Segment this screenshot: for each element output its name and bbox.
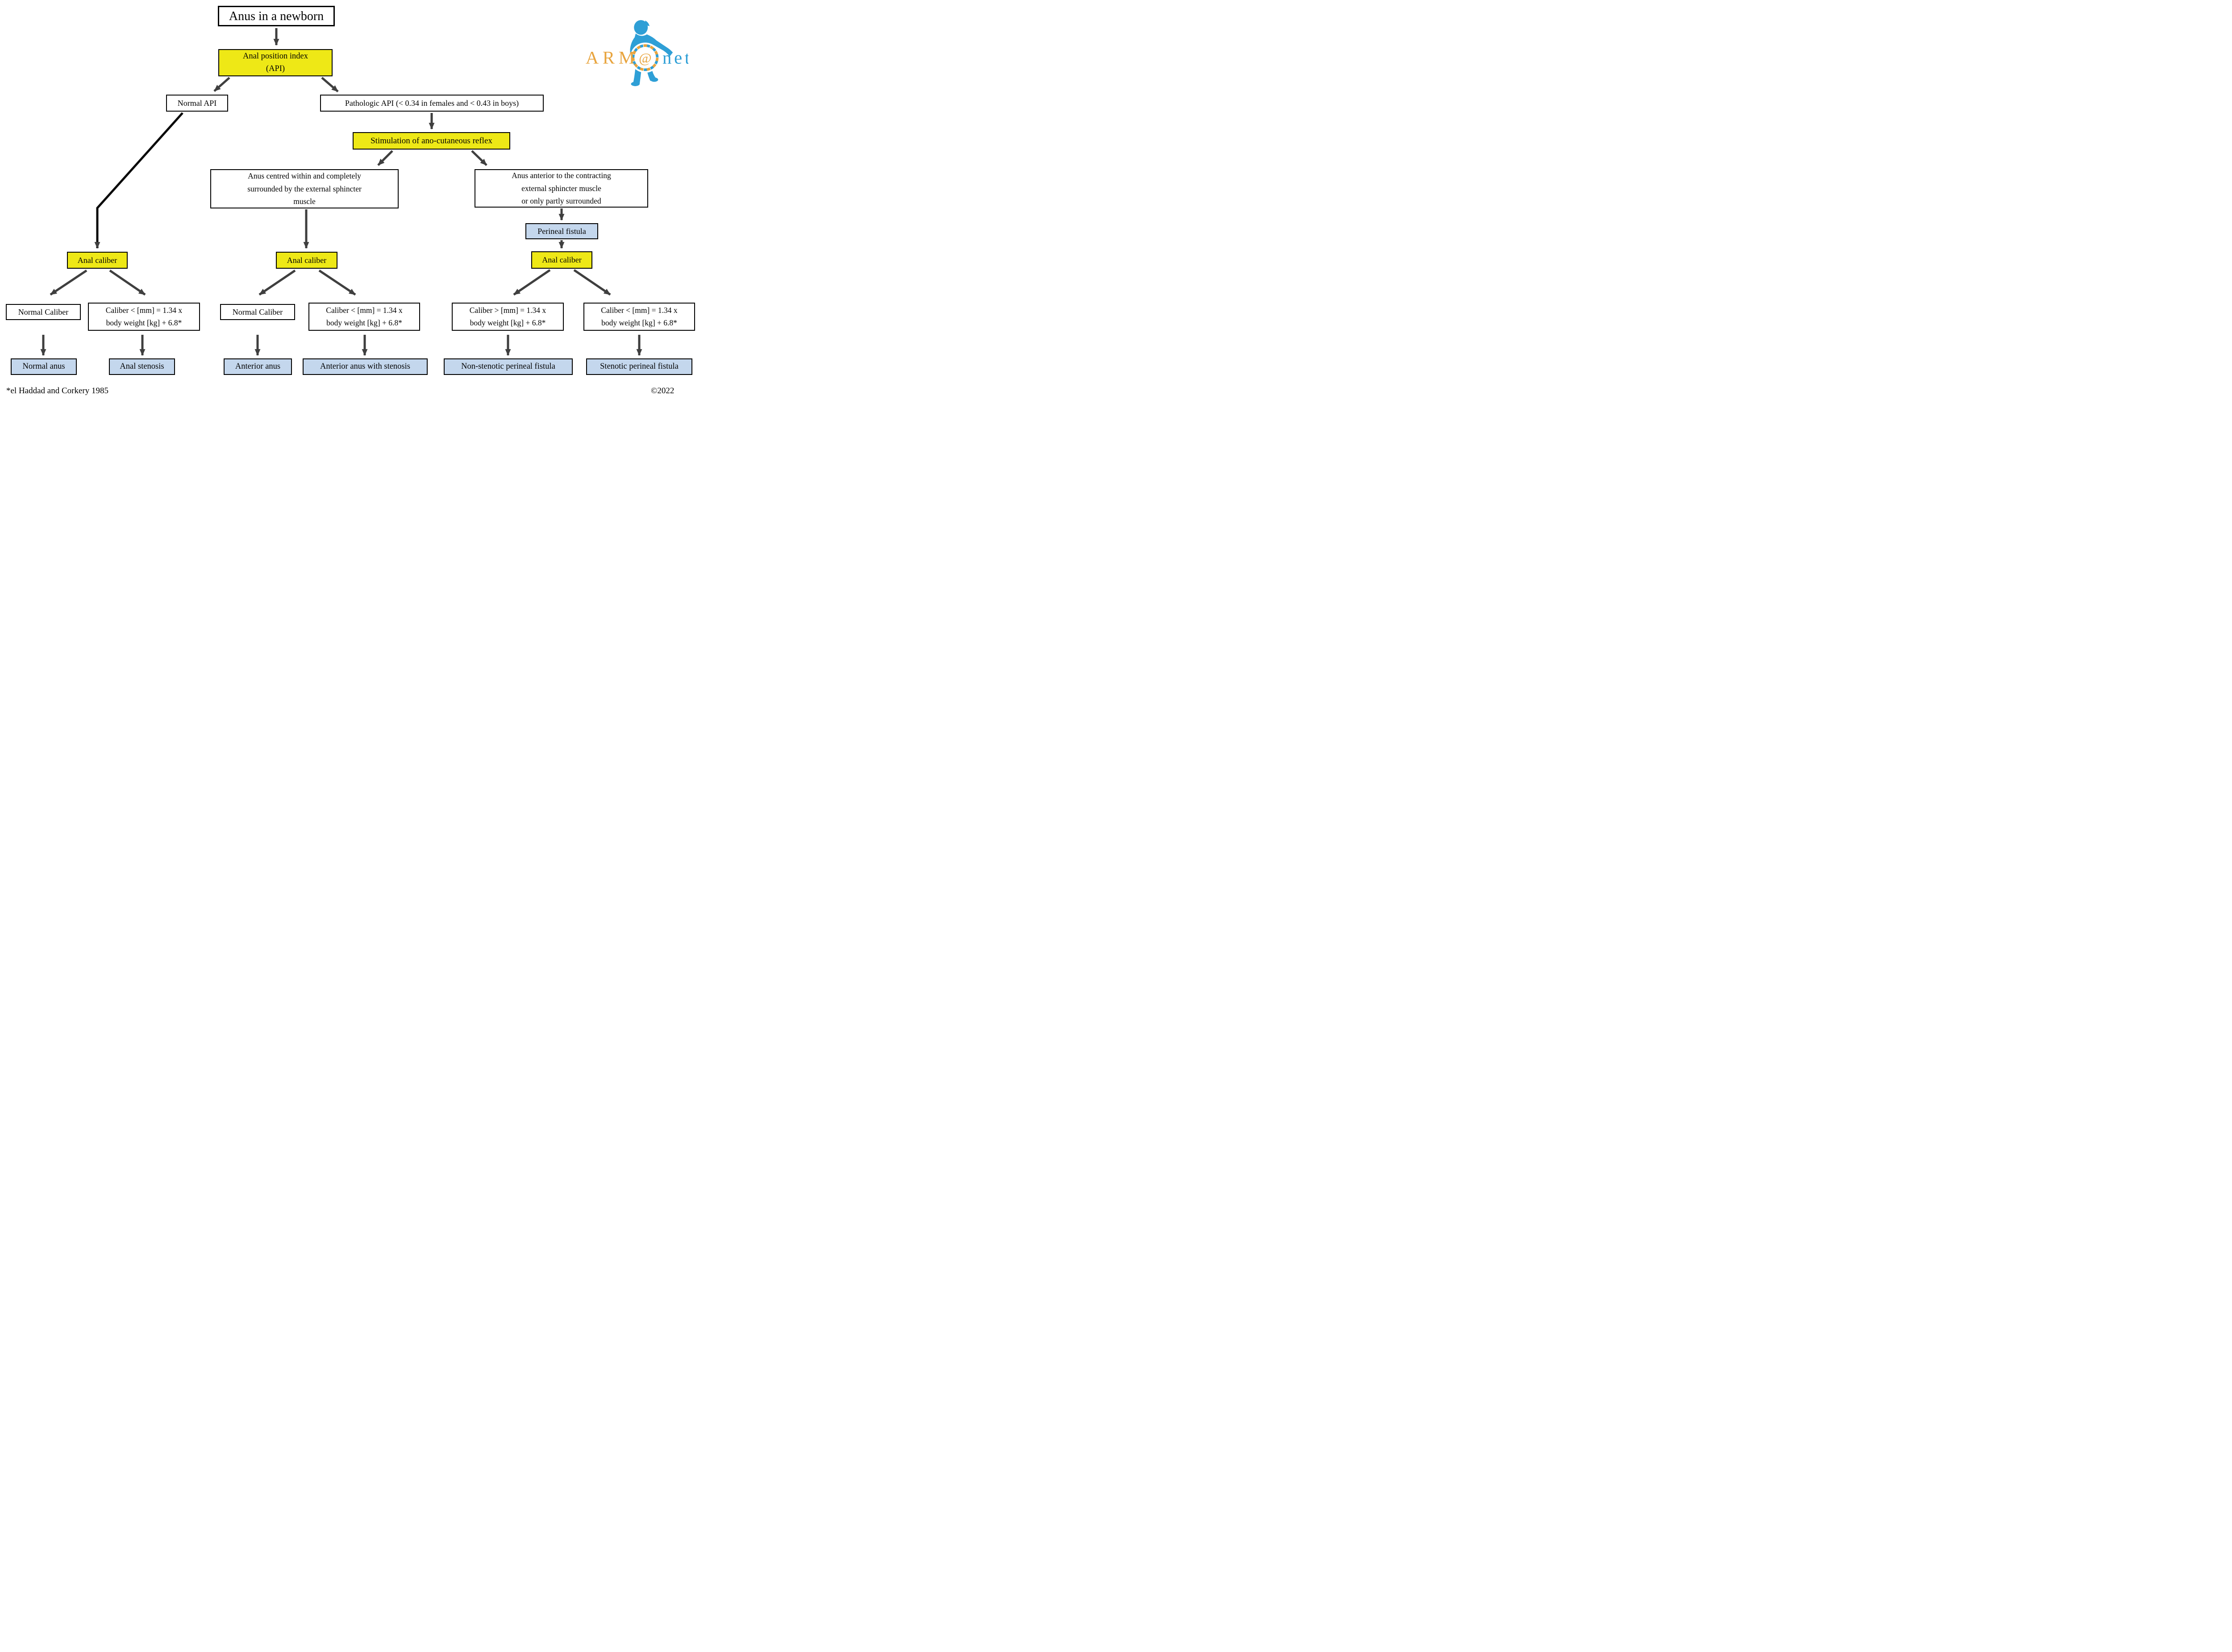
node-anal-stenosis: Anal stenosis [109,358,175,375]
node-caliber-formula-greater: Caliber > [mm] = 1.34 x body weight [kg]… [452,303,564,331]
node-normal-api: Normal API [166,95,228,112]
node-caliber-formula-less: Caliber < [mm] = 1.34 x body weight [kg]… [583,303,695,331]
node-normal-caliber-left: Normal Caliber [6,304,81,320]
armnet-logo: @ ARM net [585,18,690,88]
logo-net-text: net [662,48,688,68]
node-title: Anus in a newborn [218,6,335,26]
node-anal-caliber-left: Anal caliber [67,252,128,269]
arrow-caliber-to-normal-center [258,269,296,296]
arrow-caliber-to-normal-left [50,269,87,296]
logo-at-ring-icon: @ [630,42,661,73]
node-stenotic-perineal-fistula: Stenotic perineal fistula [586,358,692,375]
logo-at-symbol: @ [639,50,651,66]
arrow-caliber-to-formula-center [318,269,356,296]
node-anterior-anus-with-stenosis: Anterior anus with stenosis [303,358,428,375]
copyright-note: ©2022 [651,386,675,395]
logo-arm-text: ARM [586,48,639,68]
node-caliber-formula-left: Caliber < [mm] = 1.34 x body weight [kg]… [88,303,200,331]
arrow-api-to-normal [213,77,230,92]
node-anterior-anus: Anterior anus [224,358,292,375]
node-perineal-fistula: Perineal fistula [525,223,598,239]
arrow-stimulation-to-anterior [471,150,487,166]
arrow-api-to-pathologic [321,77,339,92]
node-anus-anterior: Anus anterior to the contracting externa… [475,169,648,208]
node-anal-caliber-center: Anal caliber [276,252,337,269]
flowchart-canvas: Anus in a newborn Anal position index (A… [0,0,700,400]
arrow-normal-api-to-anal-caliber [94,112,183,249]
node-anal-position-index: Anal position index (API) [218,49,333,76]
arrow-caliber-to-formula-lt [573,269,611,296]
reference-note: *el Haddad and Corkery 1985 [6,386,108,395]
node-non-stenotic-perineal-fistula: Non-stenotic perineal fistula [444,358,573,375]
node-anus-centred: Anus centred within and completely surro… [210,169,399,208]
node-normal-caliber-center: Normal Caliber [220,304,295,320]
arrow-caliber-to-formula-gt [513,269,551,296]
arrow-caliber-to-formula-left [109,269,146,296]
node-pathologic-api: Pathologic API (< 0.34 in females and < … [320,95,544,112]
node-stimulation-reflex: Stimulation of ano-cutaneous reflex [353,132,510,150]
node-normal-anus: Normal anus [11,358,77,375]
node-caliber-formula-center: Caliber < [mm] = 1.34 x body weight [kg]… [308,303,420,331]
flow-arrows [40,28,642,356]
arrow-stimulation-to-centred [377,150,393,166]
node-anal-caliber-right: Anal caliber [531,251,592,269]
